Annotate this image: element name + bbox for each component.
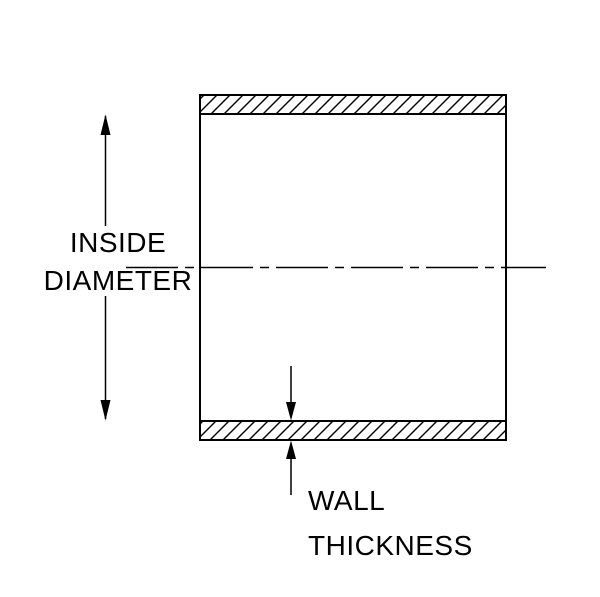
arrow-down-icon (286, 402, 296, 421)
arrow-down-icon (100, 400, 111, 421)
arrow-up-icon (100, 114, 111, 135)
inside-diameter-label-line1: INSIDE (70, 227, 166, 258)
wall-thickness-label-line2: THICKNESS (308, 530, 473, 561)
wall-thickness-label-line1: WALL (308, 485, 385, 516)
inside-diameter-label-line2: DIAMETER (44, 265, 193, 296)
arrow-up-icon (286, 440, 296, 459)
tube-wall-bottom-section (199, 420, 507, 441)
tube-wall-top-section (199, 94, 507, 115)
